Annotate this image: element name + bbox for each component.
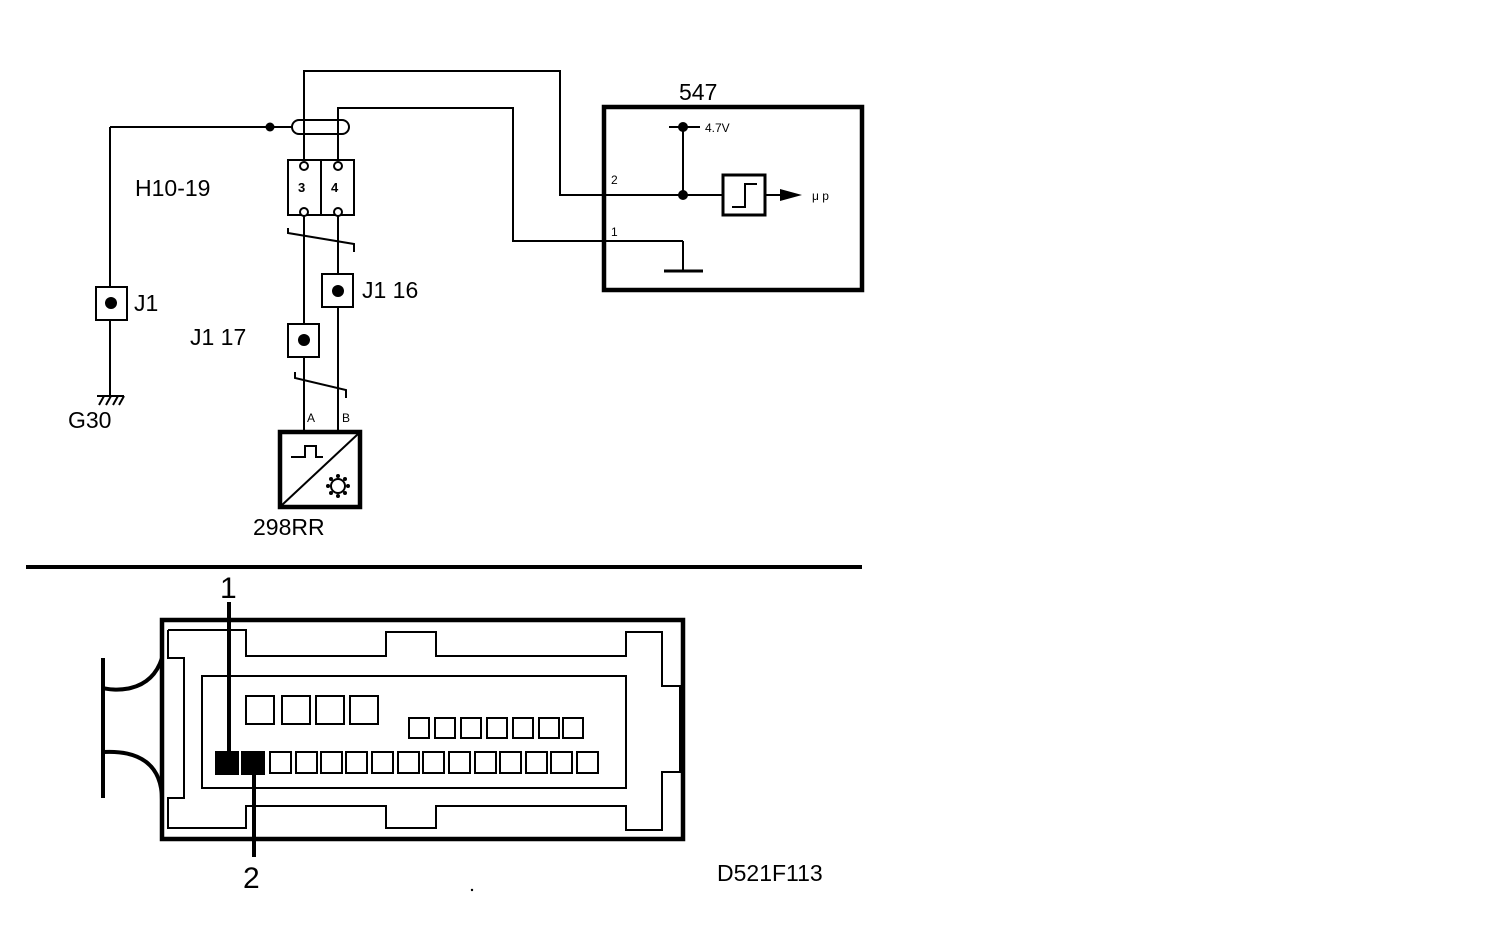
sensor-label: 298RR [253,514,325,540]
arrow-icon [780,189,802,201]
junction-j1 [95,286,128,321]
ecu-pin-2-label: 2 [611,173,618,187]
connector-face-view: 1 2 [101,572,686,895]
ecu-output-label: μ p [812,189,829,203]
ecu-547: 547 4.7V 2 μ p 1 [601,79,865,293]
callout-2-label: 2 [243,862,260,895]
ground-circuit: J1 G30 [68,127,158,433]
shield-junction [265,122,275,132]
ground-label: G30 [68,407,111,433]
ecu-pin-1-label: 1 [611,225,618,239]
tone-wheel-icon [326,474,350,498]
shield-twisted-pair [110,119,350,135]
harness-pin-3: 3 [298,180,305,195]
junction-16-label: J1 16 [362,277,418,303]
drawing-code: D521F113 [717,860,823,886]
pin-1-highlight [215,751,239,775]
sensor-pin-b: B [342,411,350,425]
ground-connector-label: J1 [134,290,158,316]
harness-connector-h10-19: 3 4 H10-19 [135,159,355,252]
callout-1-label: 1 [220,572,237,605]
sensor-pin-a: A [307,411,315,425]
upper-pin-row [408,717,584,739]
lower-pin-row [215,751,599,775]
harness-pin-4: 4 [331,180,339,195]
ecu-label: 547 [679,79,717,105]
harness-label: H10-19 [135,175,210,201]
signal-wires [303,70,604,242]
speed-sensor-298rr: 298RR [253,429,363,540]
stray-dot [470,888,474,892]
sensor-wires: J1 16 J1 17 A B [190,216,418,432]
chassis-ground-icon [97,395,125,406]
pulse-icon [291,445,323,458]
ecu-voltage-label: 4.7V [705,121,730,135]
junction-17-label: J1 17 [190,324,246,350]
pin-2-highlight [241,751,265,775]
